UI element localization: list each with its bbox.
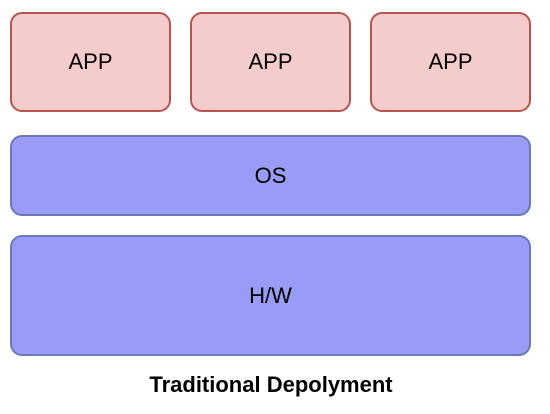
app-label-3: APP xyxy=(428,49,473,74)
app-box-3: APP xyxy=(370,12,531,112)
diagram-caption: Traditional Depolyment xyxy=(149,372,393,397)
app-label-2: APP xyxy=(248,49,293,74)
app-box-2: APP xyxy=(190,12,351,112)
os-label: OS xyxy=(254,162,287,188)
hardware-layer: H/W xyxy=(10,235,531,356)
app-box-1: APP xyxy=(10,12,171,112)
app-label-1: APP xyxy=(68,49,113,74)
os-layer: OS xyxy=(10,135,531,216)
hardware-label: H/W xyxy=(249,282,292,308)
